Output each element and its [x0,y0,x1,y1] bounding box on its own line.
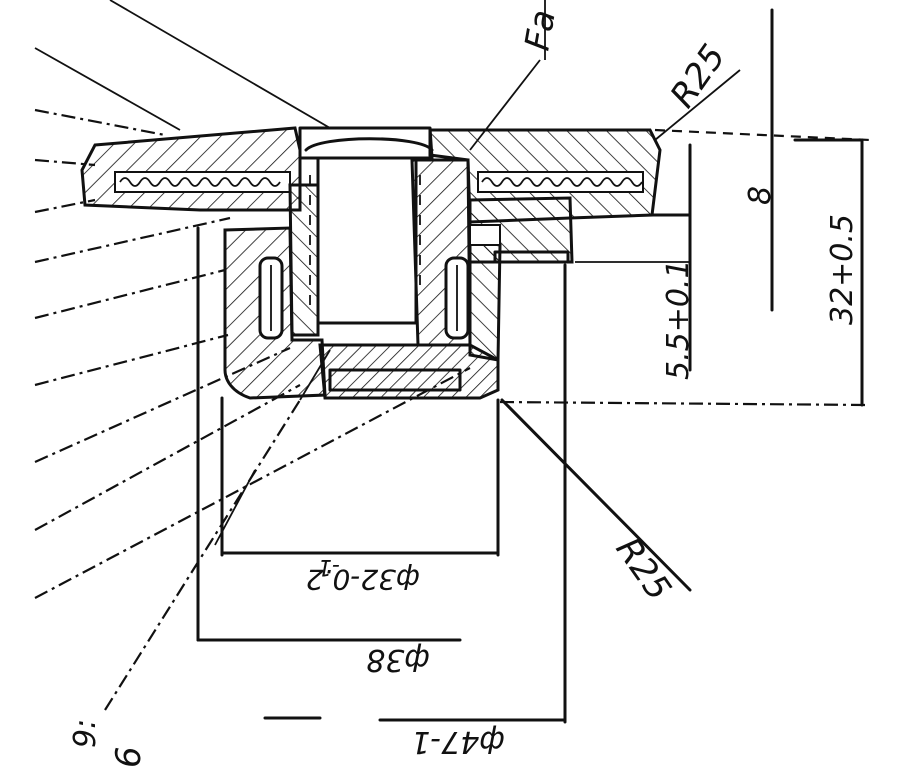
height-dimensions [469,0,871,592]
label-dia-outer: ф47-1 [411,724,505,759]
label-dia-inner-top: -1 [318,554,340,579]
shaft-body [288,156,472,347]
label-top-right-partial: Fa [517,7,563,54]
label-radius-bottom: R25 [608,530,679,608]
label-height-mid: 5.5+0.1 [661,259,696,380]
label-dia-mid: ф38 [366,642,430,677]
label-dia-inner: ф32-0.2 [306,563,420,596]
label-radius-top: R25 [663,37,734,115]
extension-lines [196,226,567,724]
label-height-small: 8 [743,186,778,205]
label-height-total: 32+0.5 [825,214,860,325]
lower-housing [223,196,574,400]
label-left-partial-b: 6 [109,746,149,768]
label-left-partial-a: 9: [68,719,103,748]
